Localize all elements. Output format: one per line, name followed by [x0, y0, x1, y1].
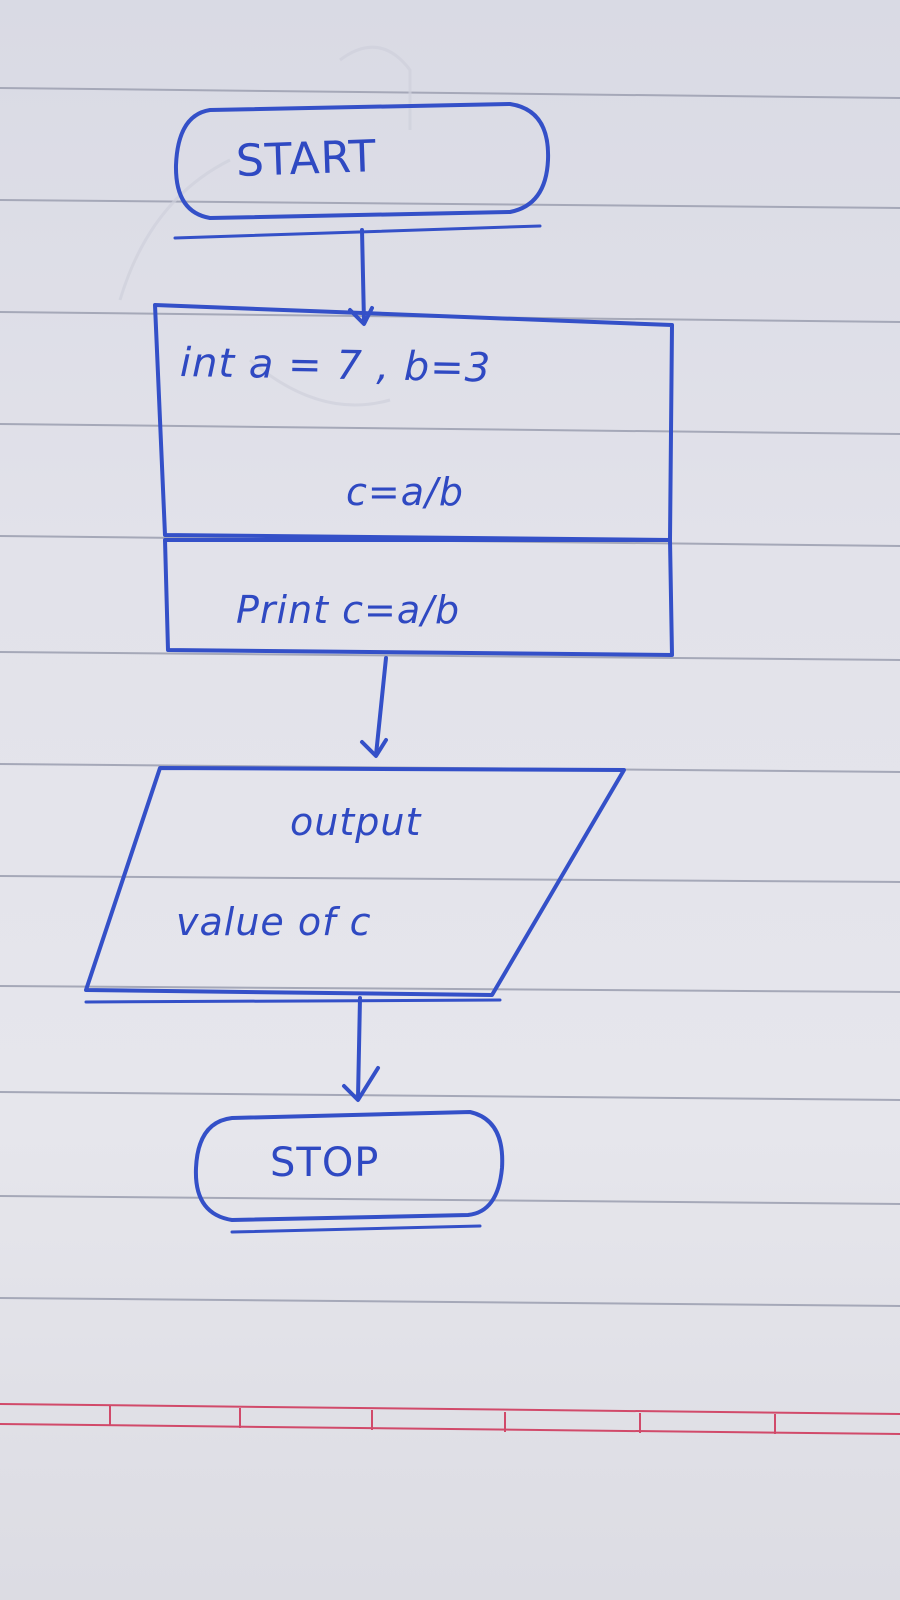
arrow-process-to-output	[374, 656, 388, 757]
arrowhead-stop	[342, 1066, 380, 1102]
rule-line	[0, 1195, 900, 1205]
rule-line	[0, 199, 900, 209]
start-label: START	[235, 131, 378, 187]
arrow-start-to-process	[360, 228, 366, 324]
arrowhead-output	[360, 738, 388, 758]
rule-line	[0, 651, 900, 661]
rule-line	[0, 1091, 900, 1101]
output-value-text: value of c	[176, 900, 372, 944]
rule-line	[0, 1297, 900, 1307]
ruled-lines	[0, 87, 900, 1307]
rule-line	[0, 87, 900, 99]
stop-terminator-shape	[193, 1110, 505, 1222]
stop-underline	[230, 1224, 482, 1234]
embossed-marks	[118, 45, 412, 407]
start-underline	[173, 224, 542, 240]
print-statement-text: Print c=a/b	[236, 588, 461, 632]
start-terminator-shape	[173, 102, 551, 220]
stop-label: STOP	[270, 1140, 380, 1186]
init-declaration-text: int a = 7 , b=3	[179, 340, 492, 392]
init-formula-text: c=a/b	[346, 470, 464, 514]
rule-line	[0, 423, 900, 435]
output-underline	[84, 998, 502, 1004]
margin-line	[0, 1403, 900, 1435]
print-box-shape	[163, 538, 674, 657]
output-label-text: output	[290, 800, 422, 844]
rule-line	[0, 985, 900, 993]
arrow-output-to-stop	[356, 996, 362, 1100]
output-parallelogram-shape	[84, 766, 626, 997]
rule-line	[0, 875, 900, 883]
